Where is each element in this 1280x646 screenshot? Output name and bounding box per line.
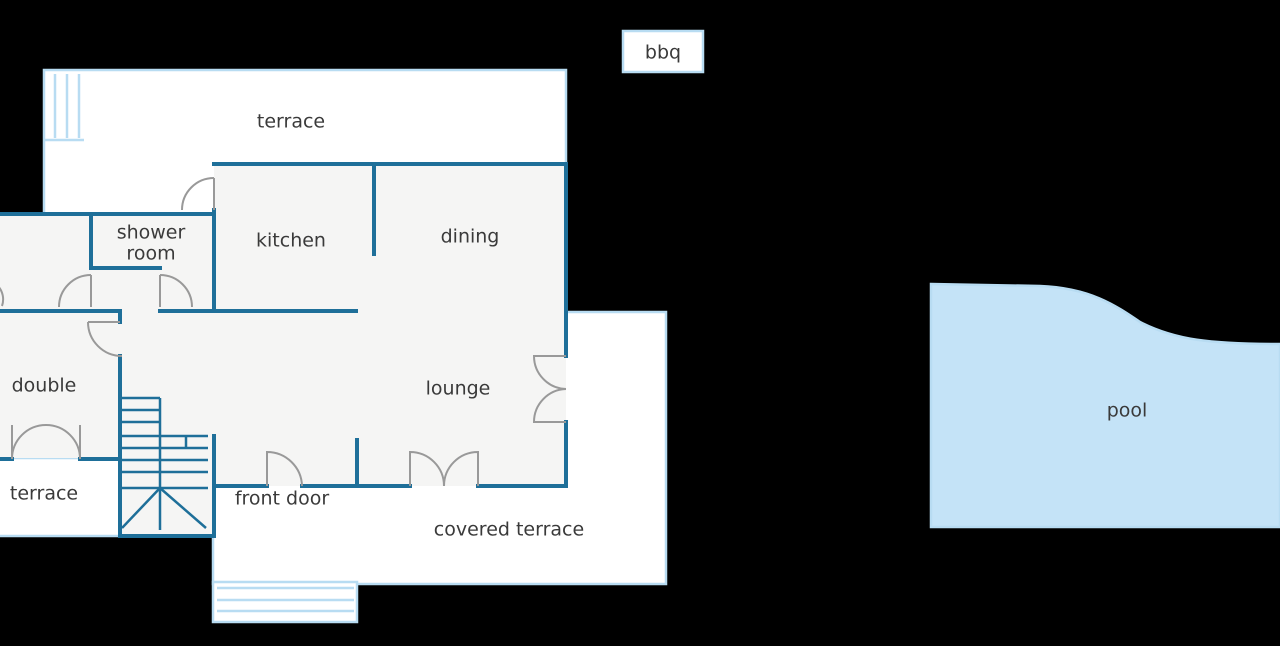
label-double: double bbox=[12, 375, 77, 397]
doors bbox=[0, 177, 567, 487]
label-dining: dining bbox=[441, 226, 500, 248]
label-shower-room-line1: shower bbox=[117, 222, 186, 244]
bbq-box bbox=[621, 29, 705, 74]
room-labels: terrace shower room kitchen dining doubl… bbox=[10, 42, 1147, 541]
front-steps bbox=[217, 586, 354, 613]
interior-floor bbox=[0, 164, 566, 536]
terrace-steps bbox=[44, 74, 84, 142]
label-terrace-top: terrace bbox=[257, 111, 325, 133]
label-lounge: lounge bbox=[426, 378, 491, 400]
staircase bbox=[120, 396, 208, 530]
label-front-door: front door bbox=[235, 488, 330, 510]
label-bbq: bbq bbox=[645, 42, 681, 64]
walls bbox=[0, 162, 568, 538]
label-kitchen: kitchen bbox=[256, 230, 326, 252]
label-terrace-left: terrace bbox=[10, 483, 78, 505]
label-pool: pool bbox=[1107, 400, 1148, 422]
label-covered-terrace: covered terrace bbox=[434, 519, 584, 541]
pool-shape bbox=[929, 282, 1280, 529]
label-shower-room-line2: room bbox=[126, 243, 175, 265]
